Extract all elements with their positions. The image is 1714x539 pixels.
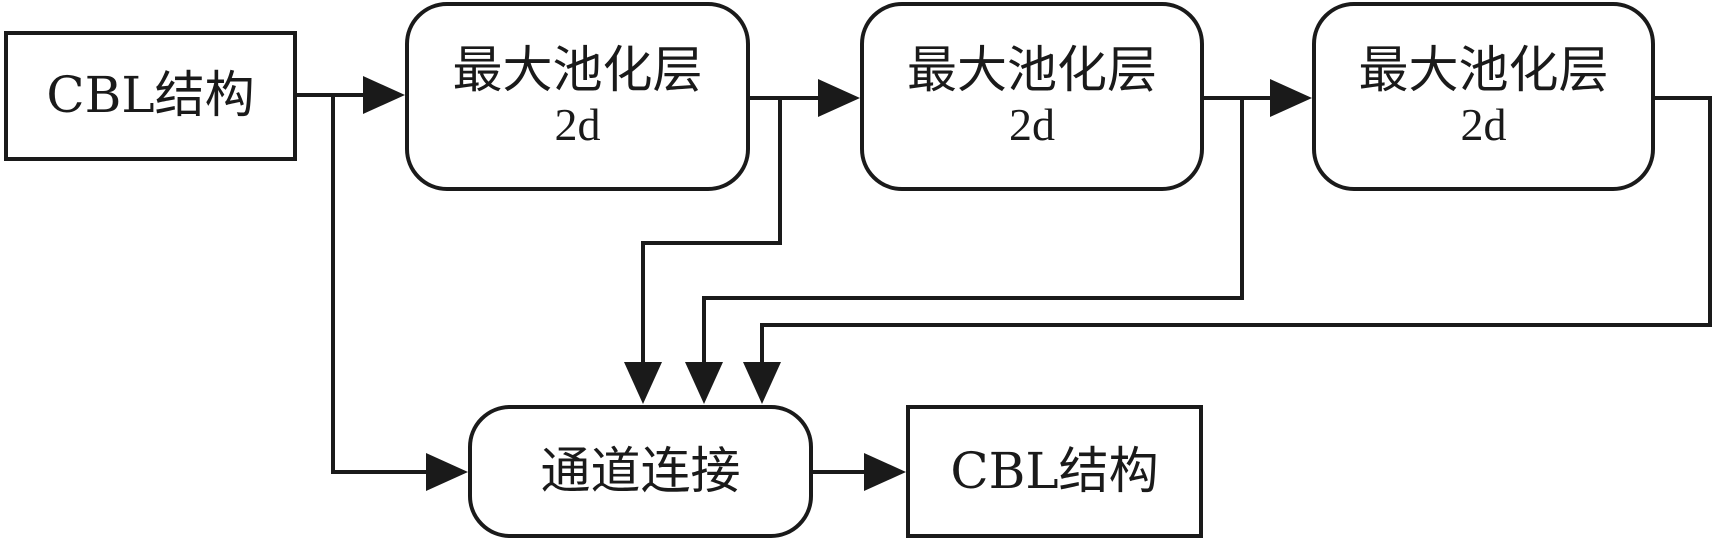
- arrow-pool1-to-concat: [641, 98, 782, 365]
- channel-concat-node: 通道连接: [468, 405, 813, 538]
- arrowhead-pool1-to-concat: [624, 362, 662, 404]
- max-pool-node-1: 最大池化层 2d: [405, 2, 750, 191]
- cbl-output-label: CBL结构: [950, 441, 1159, 500]
- max-pool-3-label: 最大池化层: [1358, 41, 1609, 100]
- max-pool-2-sub: 2d: [1009, 98, 1055, 150]
- cbl-output-node: CBL结构: [906, 405, 1203, 538]
- arrowhead-pool2-to-pool3: [1270, 79, 1312, 117]
- arrow-input-skip-to-concat: [331, 95, 428, 474]
- channel-concat-label: 通道连接: [540, 441, 741, 500]
- arrowhead-pool1-to-pool2: [818, 79, 860, 117]
- arrowhead-pool3-to-concat: [743, 362, 781, 404]
- cbl-input-node: CBL结构: [4, 31, 297, 161]
- max-pool-1-sub: 2d: [554, 98, 601, 150]
- max-pool-node-3: 最大池化层 2d: [1312, 2, 1655, 191]
- arrow-pool3-to-concat: [760, 96, 1712, 365]
- max-pool-node-2: 最大池化层 2d: [860, 2, 1204, 191]
- max-pool-3-sub: 2d: [1460, 98, 1507, 150]
- arrowhead-input-to-pool1: [363, 76, 405, 114]
- cbl-input-label: CBL结构: [46, 66, 255, 125]
- arrowhead-concat-to-output: [864, 453, 906, 491]
- max-pool-1-label: 最大池化层: [452, 41, 703, 100]
- max-pool-2-label: 最大池化层: [907, 41, 1157, 100]
- arrowhead-input-skip-to-concat: [426, 453, 468, 491]
- arrowhead-pool2-to-concat: [685, 362, 723, 404]
- arrow-pool2-to-concat: [702, 98, 1244, 365]
